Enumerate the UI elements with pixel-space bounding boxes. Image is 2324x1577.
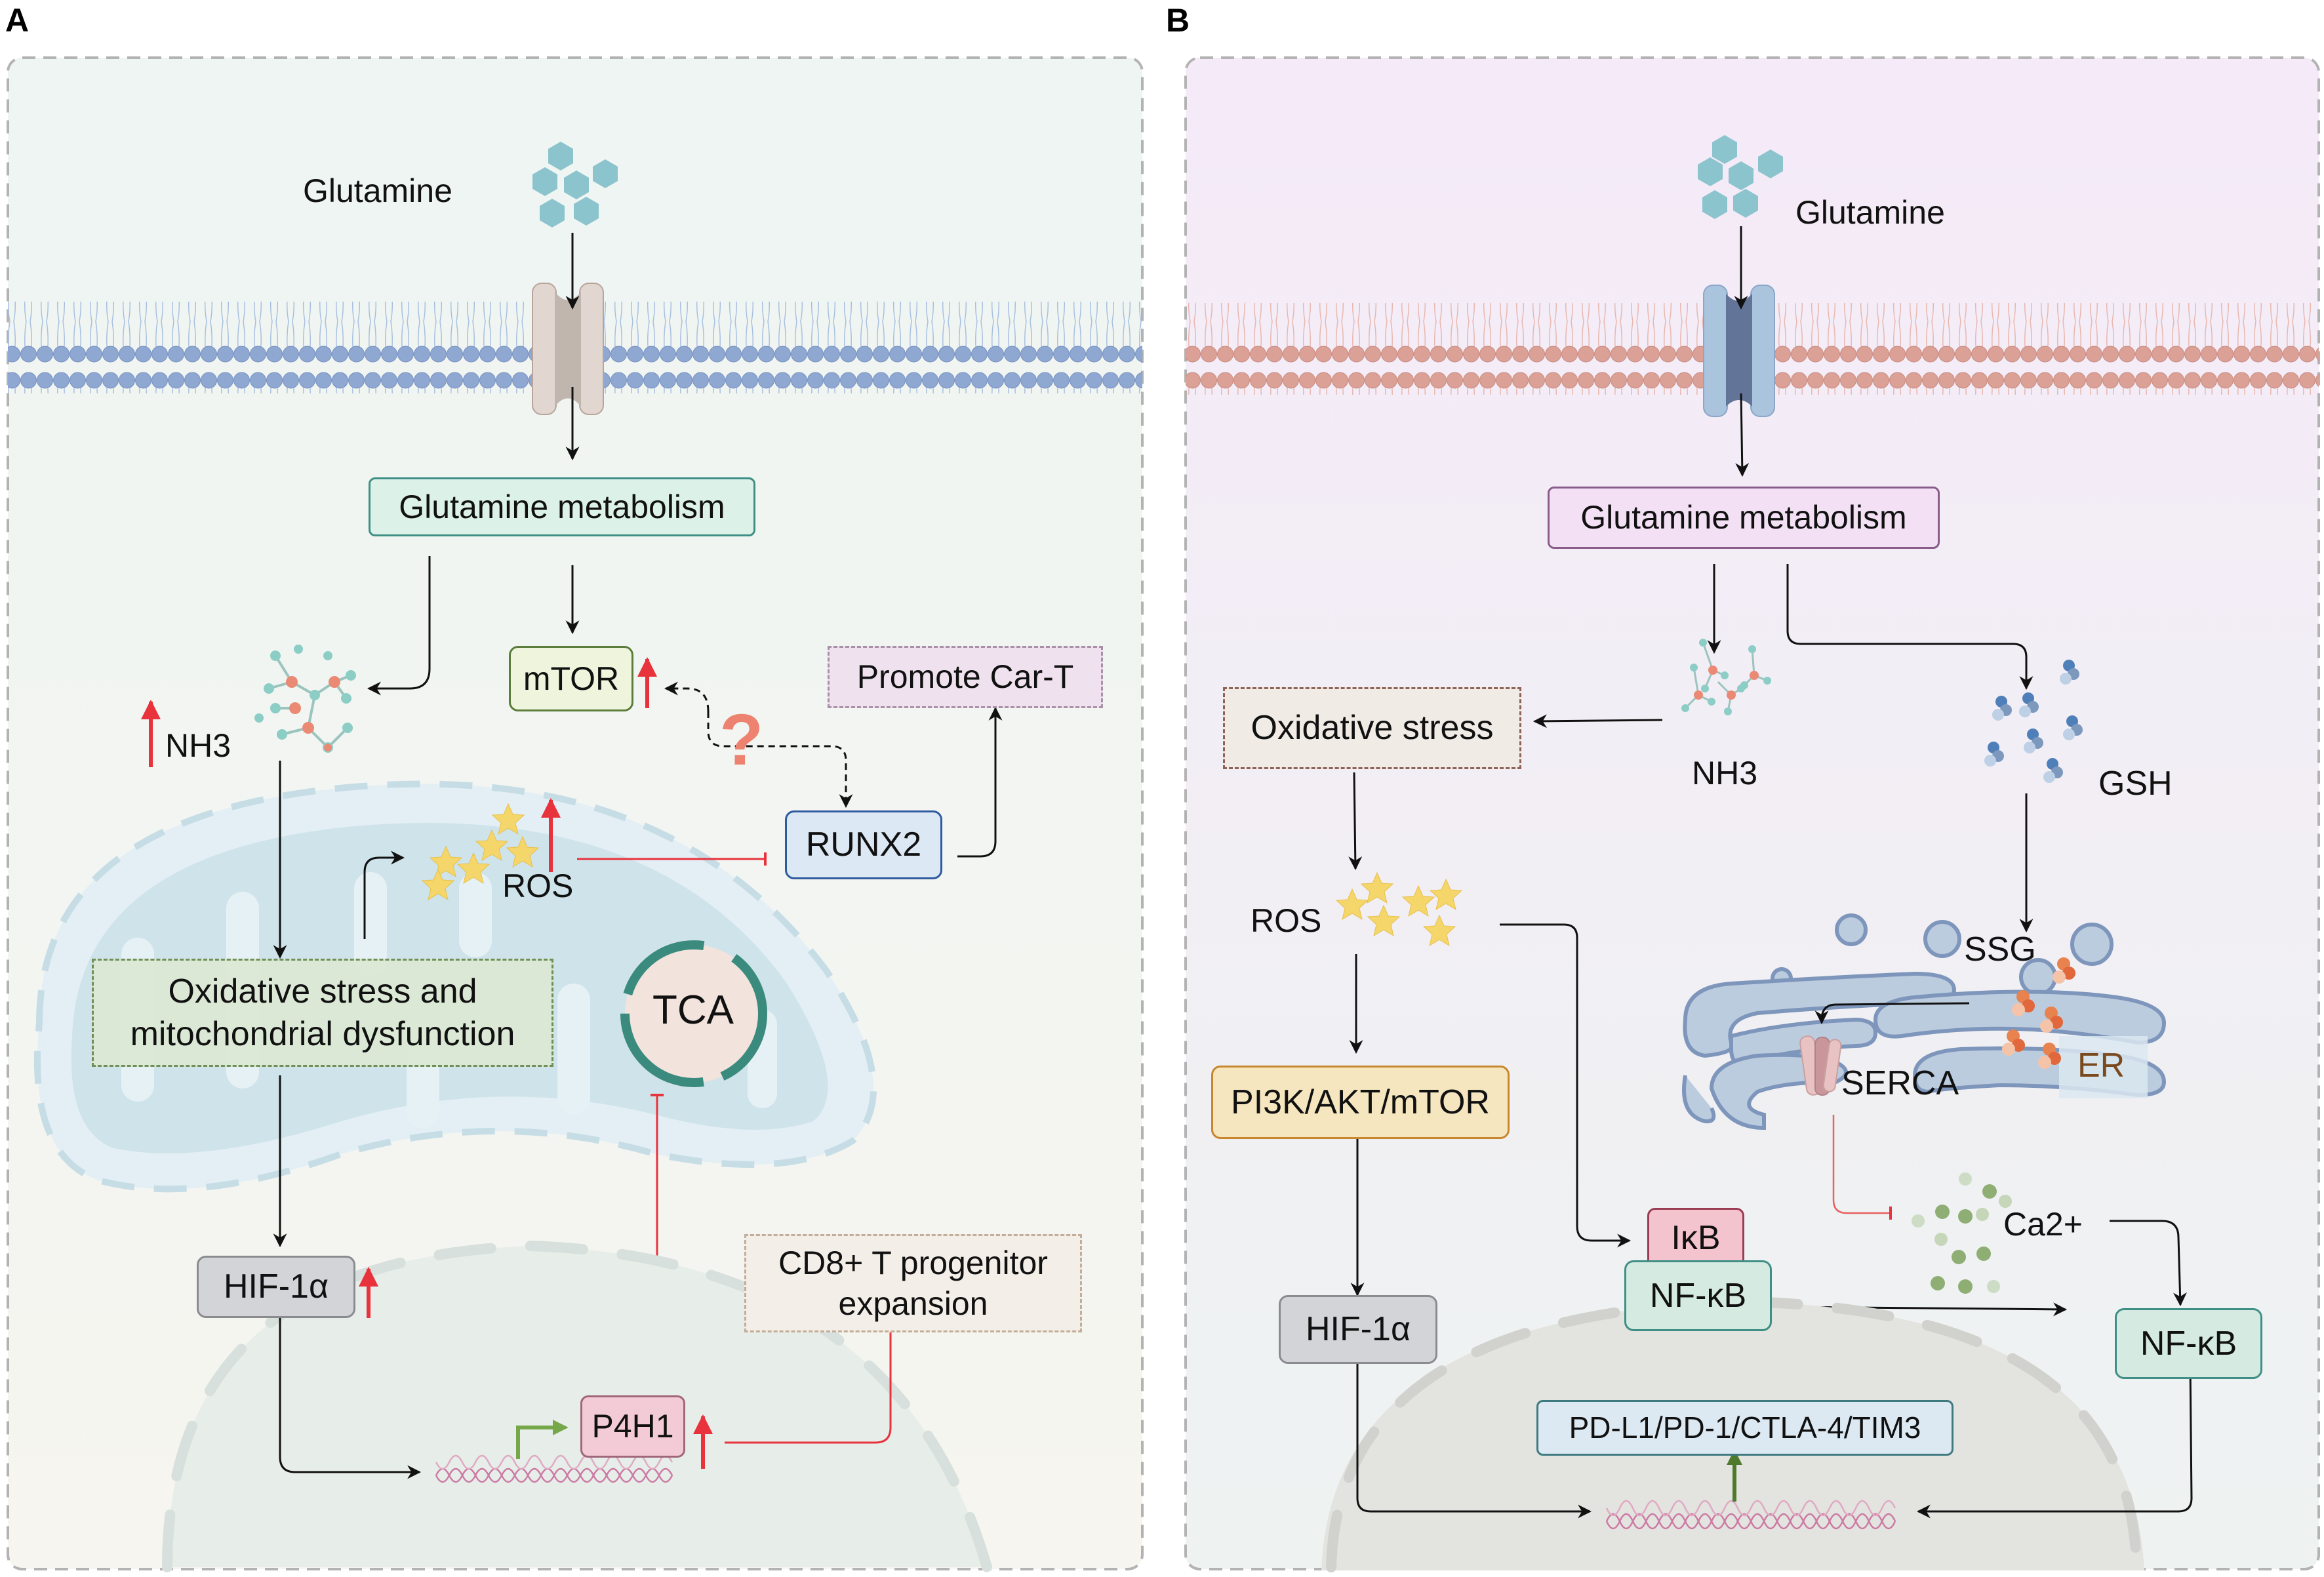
- glutamine-metabolism-label-a: Glutamine metabolism: [399, 488, 725, 525]
- gsh-label: GSH: [2098, 765, 2173, 803]
- dashed-arrow-to-runx2: [707, 711, 853, 808]
- inhibit-serca-ca: [1832, 1115, 1892, 1220]
- arrow-nfkb-translocation: [1783, 1302, 2068, 1317]
- p4h1-node: P4H1: [580, 1395, 685, 1458]
- cd8-line2: expansion: [838, 1285, 988, 1322]
- promote-cart-node: Promote Car-T: [828, 646, 1103, 708]
- nh3-molecule-b: [1681, 639, 1771, 715]
- nfkb-nuclear-label: NF-κB: [2140, 1324, 2237, 1363]
- hif1a-node-b: HIF-1α: [1279, 1295, 1437, 1364]
- transporter-b: [1703, 285, 1775, 417]
- er-label: ER: [2077, 1047, 2125, 1085]
- arrow-ssg-to-serca: [1814, 1002, 1970, 1025]
- arrow-oxstress-to-ros-b: [1348, 772, 1363, 871]
- arrow-to-nh3-a: [367, 556, 431, 696]
- glutamine-metabolism-label-b: Glutamine metabolism: [1580, 499, 1907, 536]
- hif1a-label-a: HIF-1α: [223, 1268, 329, 1306]
- cd8-line1: CD8+ T progenitor: [778, 1244, 1048, 1281]
- mtor-node: mTOR: [509, 646, 633, 711]
- dna-helix-b: [1605, 1500, 1896, 1530]
- calcium-ions: [1912, 1172, 2012, 1294]
- arrow-to-glutamine-metabolism-b: [1735, 393, 1750, 477]
- arrow-ros-to-ikb: [1500, 923, 1632, 1248]
- nh3-label-a: NH3: [165, 727, 231, 764]
- tca-cycle: [620, 940, 767, 1087]
- arrow-runx2-to-cart: [957, 706, 1003, 858]
- nfkb-complex-node: NF-κB: [1624, 1260, 1772, 1331]
- arrow-to-ros-a: [363, 850, 405, 939]
- checkpoint-genes-label: PD-L1/PD-1/CTLA-4/TIM3: [1569, 1410, 1921, 1445]
- oxidative-stress-label-b: Oxidative stress: [1251, 709, 1494, 747]
- dna-helix-a: [435, 1454, 673, 1483]
- arrow-hif-to-dna-b: [1356, 1364, 1592, 1519]
- glutamine-metabolism-node-a: Glutamine metabolism: [369, 477, 755, 536]
- nh3-molecule-a: [254, 645, 356, 753]
- hif1a-label-b: HIF-1α: [1305, 1310, 1411, 1348]
- glutamine-label-a: Glutamine: [303, 172, 452, 209]
- serca-pump: [1799, 1035, 1842, 1096]
- ca2-label: Ca2+: [2003, 1206, 2083, 1243]
- arrow-nh3-to-oxstress-b: [1533, 714, 1663, 729]
- checkpoint-genes-node: PD-L1/PD-1/CTLA-4/TIM3: [1536, 1400, 1953, 1456]
- panel-b-label: B: [1166, 2, 1190, 39]
- ikb-node: IκB: [1647, 1208, 1744, 1268]
- p4h1-label: P4H1: [591, 1408, 674, 1445]
- panel-b-frame: [1184, 56, 2320, 1570]
- oxidative-stress-mito-node: Oxidative stress and mitochondrial dysfu…: [92, 959, 553, 1067]
- promote-cart-label: Promote Car-T: [856, 658, 1074, 696]
- oxidative-stress-line2: mitochondrial dysfunction: [130, 1014, 515, 1053]
- tca-label: TCA: [652, 988, 734, 1033]
- arrow-nfkb-to-dna-b: [1916, 1363, 2193, 1519]
- panel-a-label: A: [5, 2, 30, 39]
- question-mark-icon: ?: [719, 700, 764, 780]
- transporter-a: [532, 283, 604, 415]
- runx2-label: RUNX2: [805, 826, 922, 864]
- arrow-to-gsh: [1786, 564, 2034, 690]
- oxidative-stress-node-b: Oxidative stress: [1223, 687, 1521, 769]
- glutamine-label-b: Glutamine: [1795, 194, 1945, 231]
- nfkb-complex-label: NF-κB: [1649, 1276, 1747, 1315]
- arrow-ca-to-nfkb: [2110, 1220, 2187, 1307]
- ikb-label: IκB: [1671, 1218, 1721, 1257]
- pi3k-akt-mtor-label: PI3K/AKT/mTOR: [1231, 1083, 1490, 1121]
- ssg-label: SSG: [1964, 930, 2036, 968]
- hif1a-node-a: HIF-1α: [197, 1256, 355, 1318]
- nh3-label-b: NH3: [1692, 755, 1758, 791]
- transcription-arrow-a: [516, 1420, 569, 1459]
- er-label-background: [2059, 1036, 2148, 1098]
- runx2-node: RUNX2: [785, 810, 942, 879]
- arrow-hif-to-dna-a: [279, 1315, 422, 1479]
- inhibit-p4h1-cd8: [725, 1317, 897, 1444]
- serca-label: SERCA: [1841, 1064, 1959, 1102]
- dashed-arrow-to-mtor: [664, 681, 710, 712]
- nfkb-nuclear-node: NF-κB: [2115, 1308, 2262, 1379]
- mtor-label: mTOR: [523, 660, 620, 697]
- pi3k-akt-mtor-node: PI3K/AKT/mTOR: [1211, 1066, 1510, 1139]
- cd8-progenitor-node: CD8+ T progenitor expansion: [744, 1234, 1082, 1332]
- gsh-molecules: [1984, 660, 2083, 783]
- ssg-molecules: [2002, 957, 2075, 1069]
- ros-label-b: ROS: [1251, 902, 1322, 939]
- glutamine-metabolism-node-b: Glutamine metabolism: [1548, 487, 1940, 549]
- oxidative-stress-line1: Oxidative stress and: [168, 972, 477, 1010]
- ros-label-a: ROS: [502, 868, 574, 904]
